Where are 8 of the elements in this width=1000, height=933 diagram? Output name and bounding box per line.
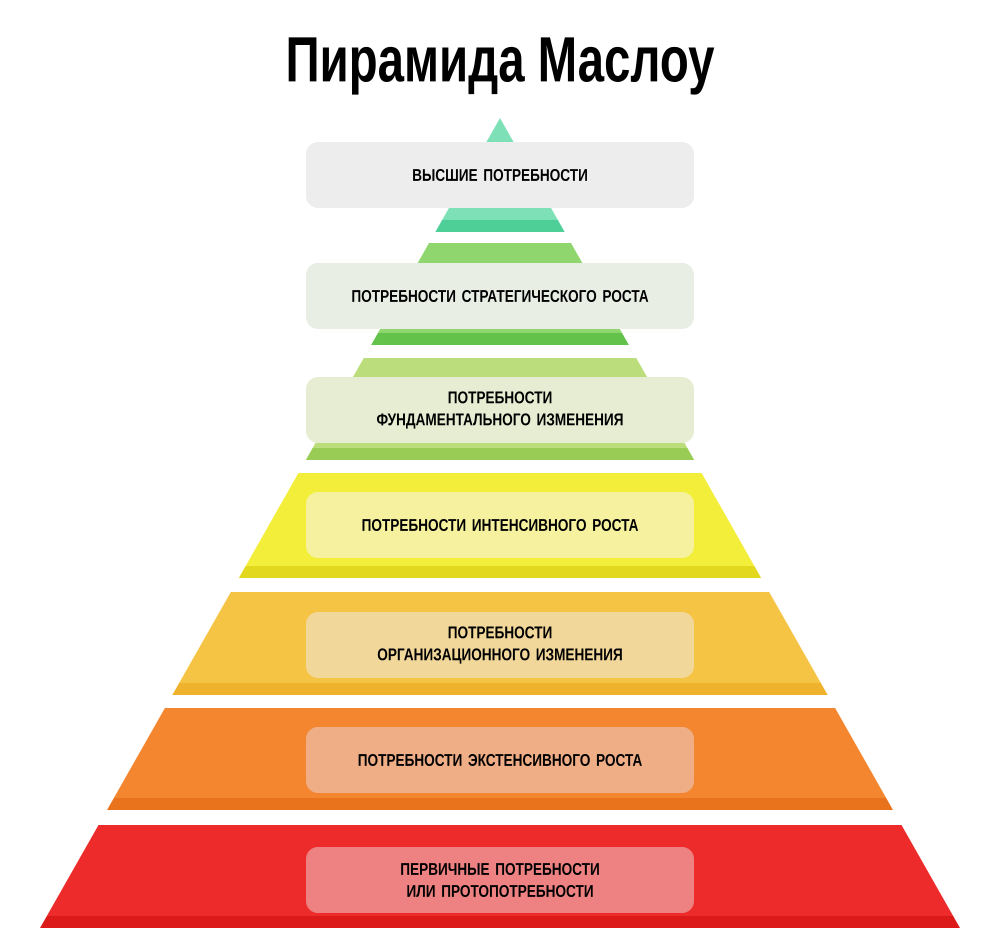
label-box: ПОТРЕБНОСТИ ИНТЕНСИВНОГО РОСТА — [306, 492, 694, 558]
label-box: ПОТРЕБНОСТИ СТРАТЕГИЧЕСКОГО РОСТА — [306, 263, 694, 329]
label-box: ПОТРЕБНОСТИ ЭКСТЕНСИВНОГО РОСТА — [306, 727, 694, 793]
label-box: ПОТРЕБНОСТИ ОРГАНИЗАЦИОННОГО ИЗМЕНЕНИЯ — [306, 612, 694, 678]
label-box: ПОТРЕБНОСТИ ФУНДАМЕНТАЛЬНОГО ИЗМЕНЕНИЯ — [306, 377, 694, 443]
title: Пирамида Маслоу — [288, 37, 714, 95]
label-box: ПЕРВИЧНЫЕ ПОТРЕБНОСТИ ИЛИ ПРОТОПОТРЕБНОСТИ — [306, 847, 694, 913]
label-box: ВЫСШИЕ ПОТРЕБНОСТИ — [306, 142, 694, 208]
